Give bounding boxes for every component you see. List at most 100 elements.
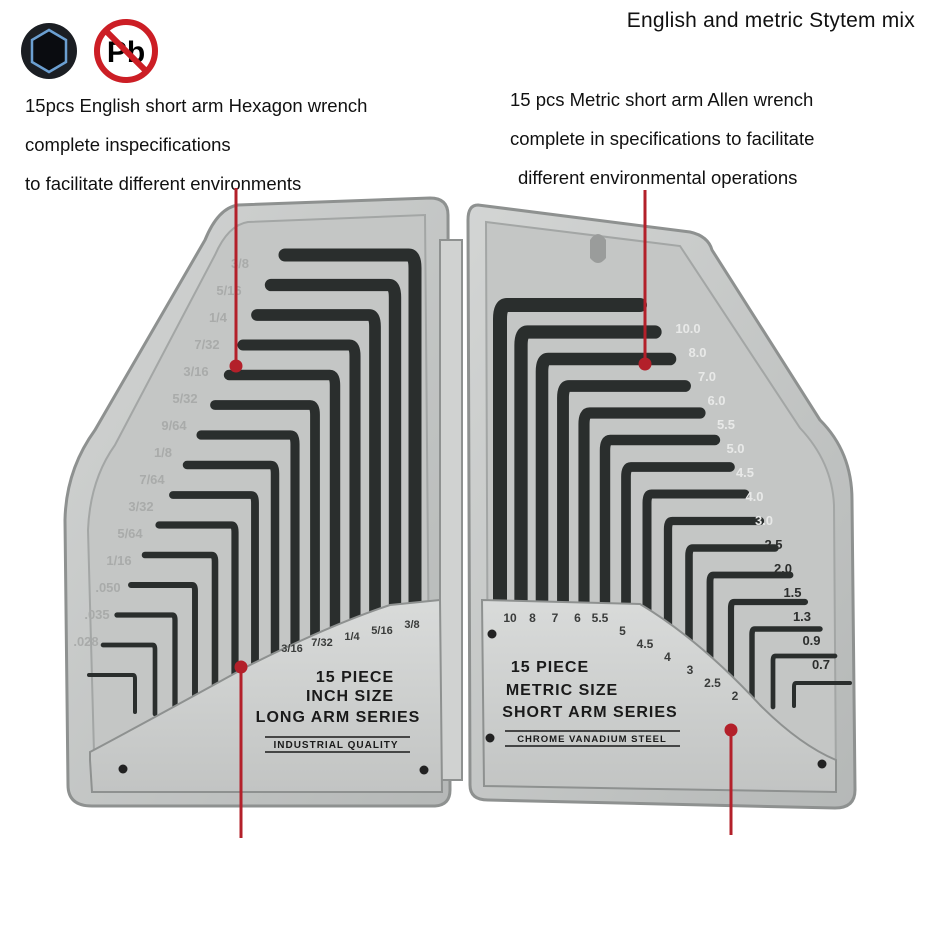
- metric-size-mark: 1.3: [793, 609, 811, 624]
- metric-size-mark: 4.0: [745, 489, 763, 504]
- right-base-sizes: 10 8 7 6 5.5 5 4.5 4 3 2.5 2: [503, 611, 738, 703]
- left-label-line-4: INDUSTRIAL QUALITY: [273, 740, 398, 751]
- metric-size-mark: 0.9: [802, 633, 820, 648]
- allen-key-wrench: [792, 681, 852, 708]
- metric-size-mark: 4: [664, 650, 671, 664]
- right-label-line-1: 15 PIECE: [511, 659, 589, 676]
- metric-size-mark: 6: [574, 611, 581, 625]
- allen-key-wrench: [535, 352, 677, 725]
- metric-size-mark: 8: [529, 611, 536, 625]
- allen-key-wrench: [599, 434, 721, 721]
- inch-size-mark: 5/16: [216, 283, 241, 298]
- left-wrench-set: [87, 248, 422, 747]
- metric-size-mark: 0.7: [812, 657, 830, 672]
- hex-key-wrench: [196, 430, 300, 733]
- allen-key-wrench: [685, 544, 779, 715]
- hex-key-wrench: [100, 642, 158, 717]
- allen-key-wrench: [749, 626, 823, 711]
- inch-size-mark: .028: [73, 634, 98, 649]
- inch-size-mark: 7/32: [194, 337, 219, 352]
- allen-key-wrench: [663, 516, 765, 717]
- inch-size-mark: 1/4: [344, 631, 360, 643]
- allen-key-wrench: [770, 653, 838, 710]
- metric-size-mark: 10.0: [675, 321, 700, 336]
- metric-size-mark: 4.5: [736, 465, 754, 480]
- hexagon-icon: [21, 23, 77, 79]
- hex-key-wrench: [210, 400, 320, 735]
- hex-key-wrench: [237, 339, 361, 740]
- hex-key-wrench: [182, 460, 280, 731]
- metric-size-mark: 8.0: [688, 345, 706, 360]
- hex-key-wrench: [155, 521, 239, 726]
- inch-size-mark: 3/32: [128, 499, 153, 514]
- metric-size-mark: 2.5: [764, 537, 782, 552]
- left-base-sizes: 3/8 5/16 1/4 7/32 3/16: [281, 619, 419, 655]
- left-label-line-1: 15 PIECE: [316, 669, 394, 686]
- left-caption-line-3: to facilitate different environments: [25, 173, 302, 194]
- metric-size-mark: 10: [503, 611, 517, 625]
- right-label-plate: [480, 598, 837, 794]
- metric-size-mark: 5.5: [717, 417, 735, 432]
- metric-size-mark: 3.0: [755, 513, 773, 528]
- inch-size-mark: 3/16: [281, 643, 302, 655]
- metric-size-mark: 2.5: [704, 676, 721, 690]
- hex-key-wrench: [169, 491, 259, 728]
- metric-size-mark: 5.5: [592, 611, 609, 625]
- left-side-sizes: 3/8 5/16 1/4 7/32 3/16 5/32 9/64 1/8 7/64 3/32 5/6…: [73, 256, 249, 649]
- allen-key-wrench: [493, 298, 647, 727]
- page-title: English and metric Stytem mix: [626, 9, 915, 32]
- metric-size-mark: 4.5: [637, 637, 654, 651]
- metric-size-mark: 3: [687, 663, 694, 677]
- inch-size-mark: 3/8: [404, 619, 419, 631]
- inch-size-mark: 9/64: [161, 418, 187, 433]
- right-caption-line-3: different environmental operations: [518, 167, 798, 188]
- metric-size-mark: 6.0: [707, 393, 725, 408]
- hex-key-wrench: [114, 612, 178, 719]
- inch-size-mark: 3/16: [183, 364, 208, 379]
- inch-size-mark: 5/64: [117, 526, 143, 541]
- right-caption-line-2: complete in specifications to facilitate: [510, 128, 815, 149]
- hex-key-wrench: [264, 278, 402, 745]
- metric-size-mark: 7: [552, 611, 559, 625]
- hex-key-wrench: [251, 309, 381, 742]
- right-label-line-4: CHROME VANADIUM STEEL: [517, 734, 667, 745]
- right-label-line-2: METRIC SIZE: [506, 682, 618, 699]
- left-caption: 15pcs English short arm Hexagon wrench c…: [25, 86, 367, 203]
- hex-key-wrench: [223, 369, 341, 738]
- metric-size-mark: 1.5: [783, 585, 801, 600]
- inch-size-mark: 1/4: [209, 310, 228, 325]
- right-wrench-set: [493, 298, 852, 727]
- allen-key-wrench: [642, 489, 750, 718]
- inch-size-mark: .035: [84, 607, 109, 622]
- inch-size-mark: 5/16: [371, 625, 392, 637]
- inch-size-mark: 1/8: [154, 445, 172, 460]
- allen-key-wrench: [578, 407, 706, 722]
- inch-size-mark: .050: [95, 580, 120, 595]
- inch-size-mark: 5/32: [172, 391, 197, 406]
- inch-size-mark: 3/8: [231, 256, 249, 271]
- pointer-markers: [229, 188, 738, 838]
- metric-size-mark: 2: [732, 689, 739, 703]
- left-label-plate: [89, 598, 444, 793]
- right-caption: 15 pcs Metric short arm Allen wrench com…: [510, 80, 814, 197]
- left-caption-line-1: 15pcs English short arm Hexagon wrench: [25, 95, 368, 116]
- inch-size-mark: 1/16: [106, 553, 131, 568]
- hex-key-wrench: [128, 582, 198, 721]
- allen-key-wrench: [706, 571, 794, 714]
- right-side-sizes: 10.08.07.06.05.55.04.54.03.02.52.01.51.3…: [675, 321, 830, 672]
- allen-key-wrench: [727, 598, 809, 713]
- hex-key-wrench: [87, 673, 137, 714]
- metric-size-mark: 5: [619, 624, 626, 638]
- allen-key-wrench: [621, 462, 735, 719]
- inch-size-mark: 7/64: [139, 472, 165, 487]
- allen-key-wrench: [514, 325, 662, 726]
- hex-key-wrench: [141, 551, 219, 724]
- hex-key-wrench: [278, 248, 422, 747]
- right-label-line-3: SHORT ARM SERIES: [502, 704, 677, 721]
- right-caption-line-1: 15 pcs Metric short arm Allen wrench: [510, 89, 814, 110]
- inch-size-mark: 7/32: [311, 637, 332, 649]
- metric-size-mark: 5.0: [726, 441, 744, 456]
- lead-free-icon: Pb: [94, 19, 158, 83]
- left-caption-line-2: complete inspecifications: [25, 134, 231, 155]
